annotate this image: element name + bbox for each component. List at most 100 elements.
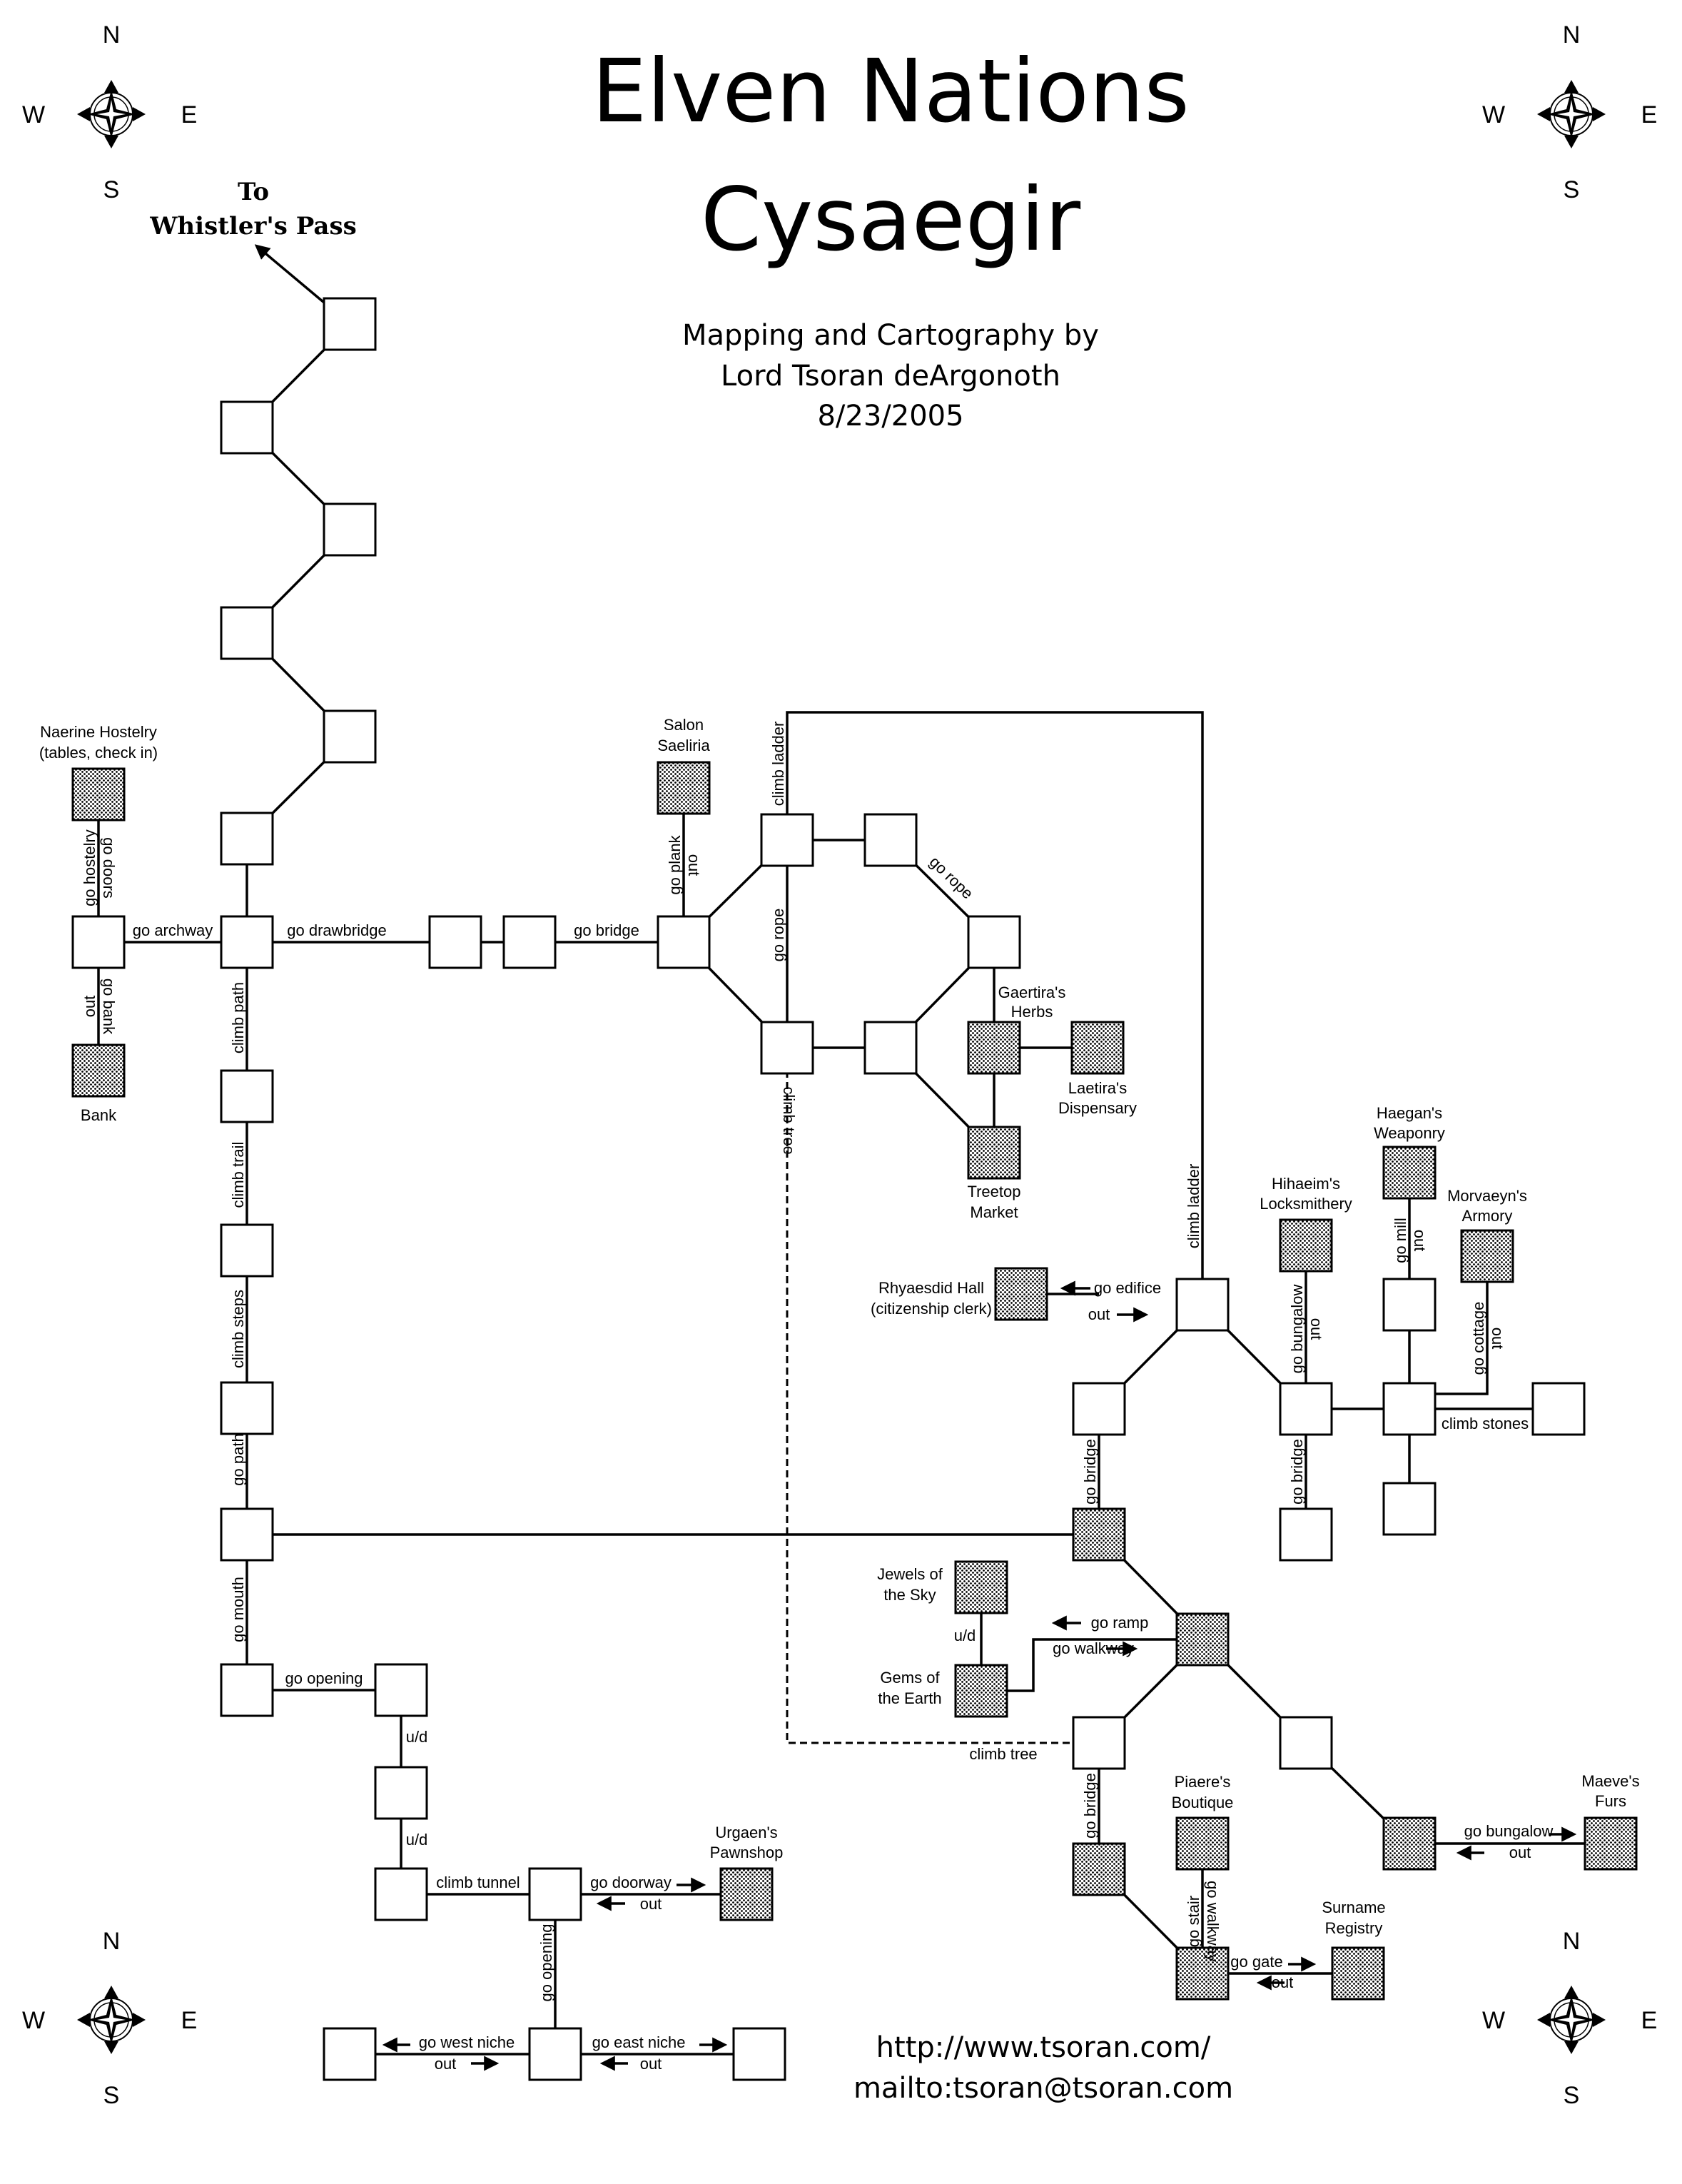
bridge-junction-room[interactable] bbox=[1072, 1507, 1126, 1562]
svg-text:N: N bbox=[103, 1928, 121, 1955]
path-label: go bridge bbox=[1288, 1439, 1306, 1505]
room[interactable] bbox=[1072, 1382, 1126, 1436]
room[interactable] bbox=[1382, 1382, 1437, 1436]
path-label: go bungalow bbox=[1464, 1822, 1554, 1840]
path-label: go plank bbox=[666, 834, 684, 894]
morvaeyn-armory-room[interactable] bbox=[1460, 1229, 1514, 1283]
path-label: out bbox=[81, 996, 98, 1018]
path-label: go path bbox=[229, 1433, 247, 1485]
room[interactable] bbox=[1382, 1482, 1437, 1536]
room[interactable] bbox=[732, 2027, 786, 2081]
place-label: Gaertira's bbox=[998, 984, 1066, 1001]
room[interactable] bbox=[220, 1223, 274, 1278]
lower-bridge-room[interactable] bbox=[1072, 1842, 1126, 1896]
room[interactable] bbox=[374, 1766, 428, 1820]
room[interactable] bbox=[863, 1021, 918, 1075]
place-label: Treetop bbox=[967, 1183, 1020, 1200]
place-label: Locksmithery bbox=[1260, 1195, 1352, 1213]
place-label: the Earth bbox=[878, 1689, 941, 1707]
place-label: Surname bbox=[1322, 1899, 1385, 1916]
path-label: climb tree bbox=[969, 1745, 1037, 1763]
svg-text:W: W bbox=[1482, 2007, 1505, 2034]
rhyaesdid-hall-room[interactable] bbox=[994, 1267, 1048, 1321]
path-label: out bbox=[685, 854, 703, 876]
room[interactable] bbox=[323, 297, 377, 351]
room[interactable] bbox=[220, 606, 274, 660]
room[interactable] bbox=[1279, 1507, 1333, 1562]
place-label: the Sky bbox=[883, 1586, 936, 1604]
salon-saeliria-room[interactable] bbox=[657, 761, 711, 815]
jewels-of-the-sky-room[interactable] bbox=[954, 1560, 1008, 1614]
path-label: go bridge bbox=[1081, 1773, 1099, 1839]
room[interactable] bbox=[220, 1381, 274, 1435]
room[interactable] bbox=[220, 1069, 274, 1123]
laetira-dispensary-room[interactable] bbox=[1070, 1021, 1125, 1075]
treetop-market-room[interactable] bbox=[967, 1126, 1021, 1180]
naerine-hostelry-room[interactable] bbox=[71, 767, 126, 821]
room[interactable] bbox=[1531, 1382, 1586, 1436]
room[interactable] bbox=[428, 915, 482, 969]
room[interactable] bbox=[657, 915, 711, 969]
room[interactable] bbox=[1382, 1278, 1437, 1332]
room[interactable] bbox=[760, 1021, 814, 1075]
hihaeim-locksmithery-room[interactable] bbox=[1279, 1218, 1333, 1273]
room[interactable] bbox=[220, 915, 274, 969]
room[interactable] bbox=[502, 915, 557, 969]
room[interactable] bbox=[528, 1867, 582, 1921]
room[interactable] bbox=[323, 2027, 377, 2081]
place-label: Urgaen's bbox=[715, 1824, 777, 1841]
place-label: Boutique bbox=[1172, 1794, 1234, 1811]
path-label: out bbox=[1088, 1305, 1110, 1323]
svg-text:W: W bbox=[22, 101, 45, 128]
svg-text:E: E bbox=[1641, 2007, 1658, 2034]
svg-text:E: E bbox=[181, 101, 198, 128]
room[interactable] bbox=[1279, 1716, 1333, 1770]
room[interactable] bbox=[323, 502, 377, 557]
svg-text:W: W bbox=[1482, 101, 1505, 128]
bank-room[interactable] bbox=[71, 1043, 126, 1098]
path-label: go ramp bbox=[1091, 1614, 1149, 1632]
map-rooms bbox=[71, 297, 1586, 2081]
surname-registry-room[interactable] bbox=[1331, 1946, 1385, 2001]
room[interactable] bbox=[220, 1663, 274, 1717]
gems-of-the-earth-room[interactable] bbox=[954, 1664, 1008, 1718]
place-label: (tables, check in) bbox=[39, 744, 158, 762]
walkway-junction-room[interactable] bbox=[1175, 1612, 1230, 1667]
place-label: Maeve's bbox=[1581, 1772, 1639, 1790]
room[interactable] bbox=[220, 400, 274, 455]
room[interactable] bbox=[220, 812, 274, 866]
gate-room[interactable] bbox=[1175, 1946, 1230, 2001]
svg-text:S: S bbox=[1564, 2082, 1580, 2109]
urgaen-pawnshop-room[interactable] bbox=[719, 1867, 774, 1921]
room[interactable] bbox=[1072, 1716, 1126, 1770]
compass-rose-bottom-left-icon: N S W E bbox=[22, 1928, 197, 2109]
room[interactable] bbox=[1279, 1382, 1333, 1436]
room[interactable] bbox=[528, 2027, 582, 2081]
room[interactable] bbox=[374, 1867, 428, 1921]
haegan-weaponry-room[interactable] bbox=[1382, 1146, 1437, 1200]
room[interactable] bbox=[967, 915, 1021, 969]
gaertira-herbs-room[interactable] bbox=[967, 1021, 1021, 1075]
exit-label-line1: To bbox=[238, 178, 269, 206]
room[interactable] bbox=[71, 915, 126, 969]
footer-url-link[interactable]: http://www.tsoran.com/ bbox=[876, 2031, 1211, 2064]
room[interactable] bbox=[863, 813, 918, 867]
path-label: go doorway bbox=[590, 1874, 672, 1891]
room[interactable] bbox=[760, 813, 814, 867]
path-label: go opening bbox=[285, 1669, 363, 1687]
svg-text:N: N bbox=[103, 21, 121, 49]
room[interactable] bbox=[220, 1507, 274, 1562]
direction-arrows bbox=[382, 1280, 1577, 2071]
maeve-furs-room[interactable] bbox=[1584, 1816, 1638, 1871]
piaere-boutique-room[interactable] bbox=[1175, 1816, 1230, 1871]
room[interactable] bbox=[323, 709, 377, 764]
bungalow-room[interactable] bbox=[1382, 1816, 1437, 1871]
path-label: out bbox=[1411, 1230, 1429, 1252]
path-label: out bbox=[1307, 1318, 1325, 1340]
room[interactable] bbox=[1175, 1278, 1230, 1332]
footer-mail-link[interactable]: mailto:tsoran@tsoran.com bbox=[853, 2072, 1233, 2105]
room[interactable] bbox=[374, 1663, 428, 1717]
path-labels: go archway go drawbridge go bridge go op… bbox=[133, 921, 1554, 2073]
path-label: climb ladder bbox=[769, 722, 787, 807]
